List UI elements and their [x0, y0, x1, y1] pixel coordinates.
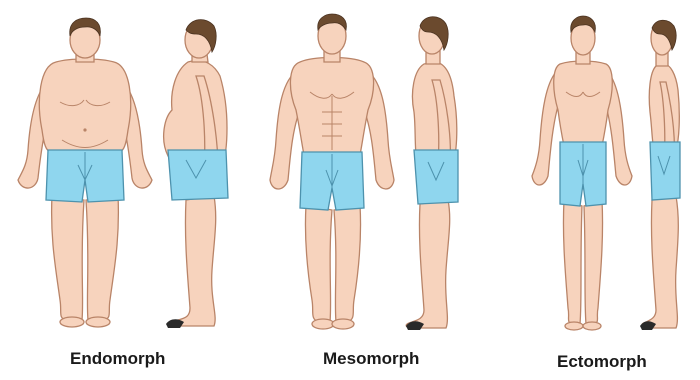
- ectomorph-front-figure: [532, 16, 632, 330]
- ectomorph-side-figure: [640, 20, 680, 330]
- mesomorph-label: Mesomorph: [323, 349, 419, 369]
- mesomorph-side-figure: [406, 17, 458, 330]
- endomorph-label: Endomorph: [70, 349, 165, 369]
- endomorph-front-figure: [18, 18, 152, 327]
- ectomorph-label: Ectomorph: [557, 352, 647, 372]
- mesomorph-front-figure: [270, 14, 394, 329]
- endomorph-side-figure: [164, 20, 228, 328]
